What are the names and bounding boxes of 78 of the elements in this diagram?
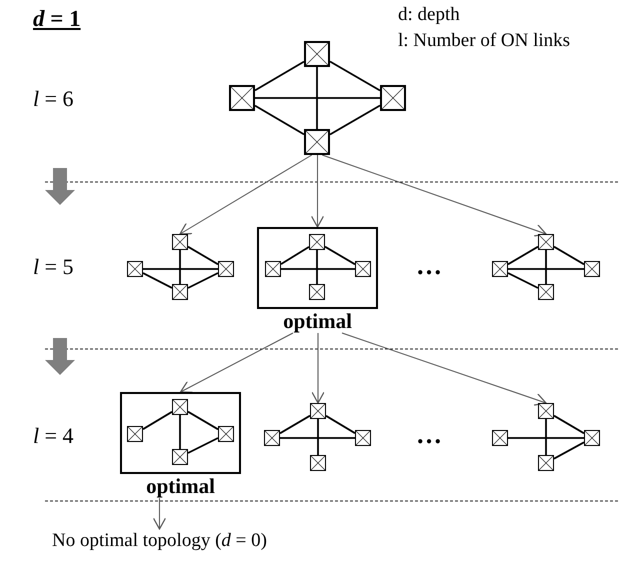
link-line [324, 246, 356, 266]
label: l: Number of ON links [398, 30, 570, 53]
switch-box [172, 399, 188, 415]
link-line [179, 415, 181, 449]
link-line [255, 97, 380, 99]
switch-box [264, 430, 280, 446]
switch-box [172, 284, 188, 300]
link-line [188, 410, 218, 430]
label: l = 4 [33, 423, 74, 450]
title: d = 1 [33, 6, 81, 32]
link-line [508, 437, 584, 439]
switch-box [538, 284, 554, 300]
link-line [143, 268, 218, 270]
switch-box [229, 85, 255, 111]
arrow [311, 332, 325, 404]
link-line [316, 67, 318, 129]
arrow [322, 154, 547, 237]
switch-box [584, 430, 600, 446]
link-line [281, 268, 355, 270]
label: l = 5 [33, 254, 74, 280]
switch-box [538, 455, 554, 471]
link-line [142, 411, 172, 430]
switch-box [127, 426, 143, 442]
link-line [508, 268, 584, 270]
link-line [330, 60, 380, 92]
link-line [554, 414, 584, 434]
link-line [508, 272, 538, 289]
switch-box [492, 261, 508, 277]
link-line [280, 414, 310, 434]
switch-box [355, 261, 371, 277]
link-line [188, 246, 218, 266]
label: d: depth [398, 4, 460, 27]
switch-box [310, 455, 326, 471]
link-line [188, 437, 218, 454]
switch-box [355, 430, 371, 446]
switch-box [304, 129, 330, 155]
switch-box [538, 403, 554, 419]
switch-box [584, 261, 600, 277]
link-line [554, 246, 584, 266]
link-line [254, 104, 304, 136]
node-label: optimal [282, 309, 353, 333]
link-line [545, 250, 547, 284]
switch-box [172, 449, 188, 465]
switch-box [218, 261, 234, 277]
arrow [179, 154, 312, 235]
link-line [188, 272, 218, 289]
switch-box [309, 234, 325, 250]
node-label: optimal [145, 474, 216, 498]
switch-box [172, 234, 188, 250]
link-line [317, 419, 319, 455]
arrow [152, 498, 166, 530]
link-line [554, 442, 584, 460]
link-line [142, 272, 172, 289]
link-line [330, 104, 380, 136]
link-line [280, 437, 355, 439]
switch-box [492, 430, 508, 446]
switch-box [538, 234, 554, 250]
switch-box [309, 284, 325, 300]
arrow [310, 154, 324, 228]
link-line [316, 250, 318, 284]
link-line [326, 415, 356, 434]
link-line [280, 246, 310, 265]
link-line [508, 246, 538, 266]
switch-box [304, 41, 330, 67]
ellipsis: … [416, 250, 444, 282]
switch-box [310, 403, 326, 419]
switch-box [380, 85, 406, 111]
link-line [179, 250, 181, 284]
arrow [342, 332, 547, 406]
link-line [545, 419, 547, 455]
arrow [180, 332, 294, 393]
ellipsis: … [416, 419, 444, 450]
label: l = 6 [33, 86, 74, 112]
switch-box [218, 426, 234, 442]
link-line [254, 60, 304, 92]
note-text: No optimal topology (d = 0) [52, 529, 267, 554]
switch-box [265, 261, 281, 277]
switch-box [127, 261, 143, 277]
